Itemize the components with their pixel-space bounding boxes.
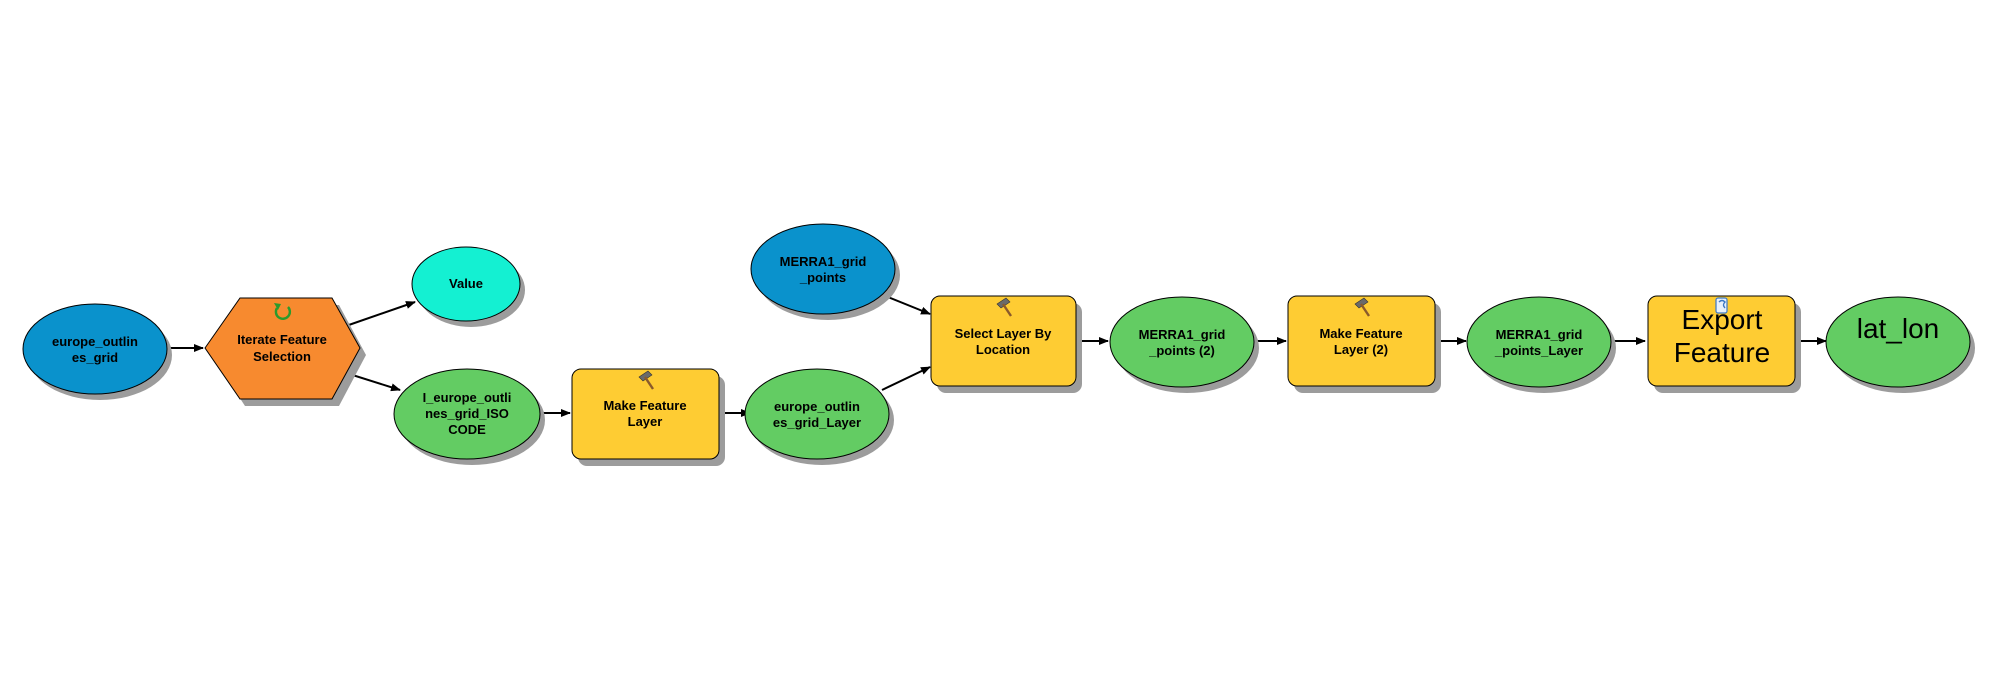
- node-label-line-1: Select Layer By: [955, 326, 1053, 341]
- node-label-line-1: Make Feature: [1319, 326, 1402, 341]
- iterate-feature-selection-node[interactable]: Iterate Feature Selection: [204, 297, 366, 406]
- node-shape: [22, 303, 168, 395]
- select-layer-by-location-tool-node[interactable]: Select Layer By Location: [930, 295, 1082, 393]
- node-shape: [571, 368, 720, 460]
- script-icon: [1715, 297, 1728, 314]
- node-label-line-1: Make Feature: [603, 398, 686, 413]
- node-label-line-1: europe_outlin: [52, 334, 138, 349]
- node-shape: [393, 368, 541, 460]
- node-shape: [1825, 296, 1971, 388]
- value-node[interactable]: Value: [411, 246, 525, 327]
- hammer-icon: [638, 370, 654, 390]
- node-label-line-2: Feature: [1674, 337, 1771, 368]
- merra1-grid-points-layer-node[interactable]: MERRA1_grid _points_Layer: [1466, 296, 1616, 393]
- make-feature-layer-tool-node[interactable]: Make Feature Layer: [571, 368, 725, 466]
- node-label-line-2: es_grid_Layer: [773, 415, 861, 430]
- make-feature-layer-2-tool-node[interactable]: Make Feature Layer (2): [1287, 295, 1441, 393]
- node-label-line-1: lat_lon: [1857, 313, 1940, 344]
- hammer-icon: [996, 297, 1012, 317]
- node-label-line-2: _points: [799, 270, 846, 285]
- nodes: europe_outlin es_grid Iterate Feature Se…: [22, 223, 1975, 466]
- europe-outlines-grid-layer-node[interactable]: europe_outlin es_grid_Layer: [744, 368, 894, 465]
- node-label-line-2: Selection: [253, 349, 311, 364]
- node-shape: [411, 246, 521, 322]
- node-label-line-1: europe_outlin: [774, 399, 860, 414]
- node-shape: [1647, 295, 1796, 387]
- node-label-line-3: CODE: [448, 422, 486, 437]
- hammer-icon: [1354, 297, 1370, 317]
- node-label-line-1: Export: [1682, 304, 1763, 335]
- edge-iterate-to-value: [342, 301, 416, 328]
- edge-merra-points-to-select: [882, 294, 931, 315]
- node-label-line-2: _points (2): [1148, 343, 1215, 358]
- node-shape: [744, 368, 890, 460]
- node-label-line-1: MERRA1_grid: [780, 254, 867, 269]
- lat-lon-node[interactable]: lat_lon: [1825, 296, 1975, 393]
- edge-europe-layer-to-select: [881, 366, 931, 391]
- merra1-grid-points-2-node[interactable]: MERRA1_grid _points (2): [1109, 296, 1259, 393]
- node-label-line-1: I_europe_outli: [423, 390, 512, 405]
- node-label-line-2: es_grid: [72, 350, 118, 365]
- i-europe-outlines-grid-isocode-node[interactable]: I_europe_outli nes_grid_ISO CODE: [393, 368, 545, 465]
- node-label-line-1: MERRA1_grid: [1139, 327, 1226, 342]
- europe-outlines-grid-node[interactable]: europe_outlin es_grid: [22, 303, 172, 400]
- node-label-line-2: nes_grid_ISO: [425, 406, 509, 421]
- node-label-line-1: Value: [449, 276, 483, 291]
- node-label-line-2: Layer (2): [1334, 342, 1388, 357]
- node-label-line-2: _points_Layer: [1494, 343, 1583, 358]
- node-label-line-1: Iterate Feature: [237, 332, 327, 347]
- export-feature-tool-node[interactable]: Export Feature: [1647, 295, 1801, 393]
- node-shape: [204, 297, 361, 400]
- node-shape: [930, 295, 1077, 387]
- merra1-grid-points-node[interactable]: MERRA1_grid _points: [750, 223, 900, 320]
- node-shape: [1109, 296, 1255, 388]
- node-label-line-2: Location: [976, 342, 1030, 357]
- node-shape: [1287, 295, 1436, 387]
- node-shape: [1466, 296, 1612, 388]
- node-label-line-2: Layer: [628, 414, 663, 429]
- node-label-line-1: MERRA1_grid: [1496, 327, 1583, 342]
- iterate-loop-icon: [274, 303, 292, 320]
- node-shape: [750, 223, 896, 315]
